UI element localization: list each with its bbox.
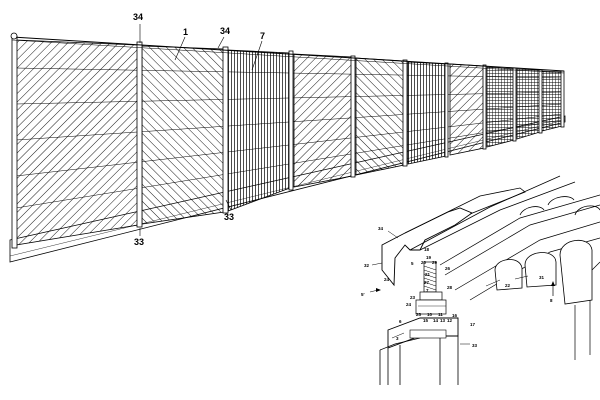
fence-post (444, 62, 449, 158)
label-5: 5 (411, 261, 414, 266)
label-21: 21 (425, 272, 431, 277)
fence-post (350, 55, 356, 178)
label-11: 11 (438, 312, 443, 317)
fence-post (11, 35, 18, 249)
label-22: 22 (505, 283, 511, 288)
fence-panel (355, 57, 405, 176)
label-24: 24 (406, 302, 412, 307)
fence-panel (486, 66, 515, 148)
fence-post (482, 64, 487, 150)
label-post-33: 33 (224, 212, 234, 222)
fence-panel (227, 49, 291, 212)
label-17: 17 (470, 322, 476, 327)
fence-panel (141, 45, 225, 225)
label-13: 13 (440, 318, 446, 323)
fence-post (222, 46, 229, 214)
label-14: 14 (433, 318, 439, 323)
fence-post (288, 50, 294, 191)
label-33: 33 (472, 343, 478, 348)
label-12: 12 (447, 318, 453, 323)
label-29: 29 (432, 260, 438, 265)
label-32: 32 (364, 263, 370, 268)
fence-post (136, 41, 143, 228)
label-15: 15 (423, 318, 429, 323)
label-5-prime: 5' (361, 292, 365, 297)
fence-post (402, 59, 408, 167)
label-post-34: 34 (133, 12, 143, 22)
label-panel-1: 1 (183, 27, 188, 37)
label-8: 8 (550, 298, 553, 303)
label-34: 34 (378, 226, 384, 231)
label-20: 20 (421, 260, 427, 265)
fence-post (538, 69, 543, 134)
fence-post (512, 67, 517, 142)
label-19: 19 (426, 255, 432, 260)
label-28: 28 (447, 285, 453, 290)
label-16: 16 (452, 313, 458, 318)
label-post-34: 34 (220, 26, 230, 36)
label-31: 31 (539, 275, 545, 280)
label-panel-7: 7 (260, 31, 265, 41)
fence-panel (541, 70, 563, 132)
label-26: 26 (445, 266, 451, 271)
fence-panel (15, 39, 139, 246)
label-10: 10 (427, 312, 433, 317)
fence-perspective: 34 34 1 7 33 33 (9, 12, 566, 263)
label-post-33: 33 (134, 237, 144, 247)
label-27: 27 (424, 280, 430, 285)
label-18: 18 (424, 247, 430, 252)
label-25: 25 (416, 312, 422, 317)
label-23: 23 (410, 295, 416, 300)
detail-section: 34 32 24 5 18 19 20 29 26 21 31 22 8 5' … (361, 175, 600, 385)
fence-panel (516, 68, 541, 140)
label-3: 3 (396, 336, 399, 341)
label-7: 7 (426, 288, 429, 293)
label-24: 24 (384, 277, 390, 282)
fence-post (560, 70, 565, 128)
label-6: 6 (399, 319, 402, 324)
